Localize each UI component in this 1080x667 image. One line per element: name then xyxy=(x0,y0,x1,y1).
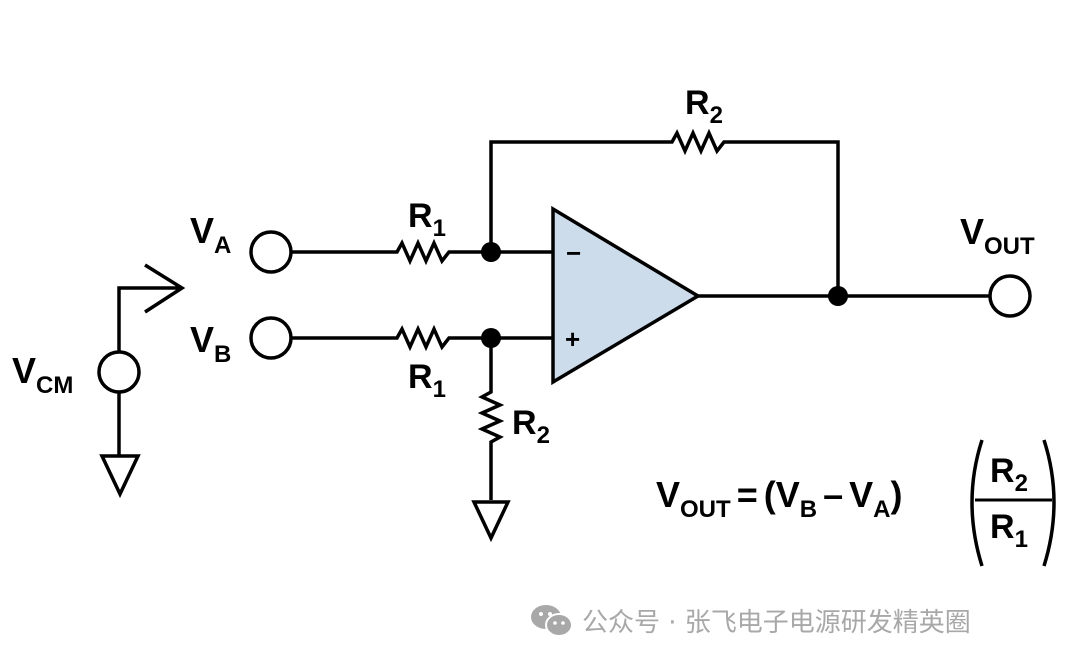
vout-terminal xyxy=(988,274,1032,318)
node-dot-output xyxy=(828,286,848,306)
opamp-plus: + xyxy=(565,324,580,354)
node-dot-noninverting xyxy=(481,328,501,348)
r1-top-resistor xyxy=(291,238,553,266)
r1-top-label: R1 xyxy=(408,197,446,242)
vcm-terminal xyxy=(97,350,141,394)
ground-symbol-r2 xyxy=(471,500,511,543)
watermark: 公众号 · 张飞电子电源研发精英圈 xyxy=(530,602,971,639)
opamp-minus: − xyxy=(566,238,581,268)
ground-symbol-vcm xyxy=(99,454,141,499)
formula-left-paren xyxy=(970,439,984,567)
formula-lhs: VOUT=(VB–VA) xyxy=(656,474,902,523)
node-dot-inverting xyxy=(481,242,501,262)
vb-label: VB xyxy=(190,319,231,368)
vb-terminal xyxy=(249,316,293,360)
feedback-wire xyxy=(489,128,840,296)
vcm-arrow xyxy=(117,263,186,352)
watermark-text: 公众号 · 张飞电子电源研发精英圈 xyxy=(582,608,971,638)
r2-ground-label: R2 xyxy=(512,404,550,449)
opamp-triangle xyxy=(551,205,702,386)
wechat-icon xyxy=(531,604,573,637)
vcm-label: VCM xyxy=(12,350,73,399)
va-terminal xyxy=(249,230,293,274)
formula-denominator: R1 xyxy=(990,508,1028,553)
r1-bottom-resistor xyxy=(291,324,553,352)
formula-right-paren xyxy=(1042,439,1056,567)
r2-ground-resistor xyxy=(477,338,505,500)
formula-numerator: R2 xyxy=(990,452,1028,497)
va-label: VA xyxy=(190,210,231,259)
vout-label: VOUT xyxy=(960,211,1035,260)
r2-feedback-label: R2 xyxy=(685,84,723,129)
r1-bottom-label: R1 xyxy=(408,358,446,403)
